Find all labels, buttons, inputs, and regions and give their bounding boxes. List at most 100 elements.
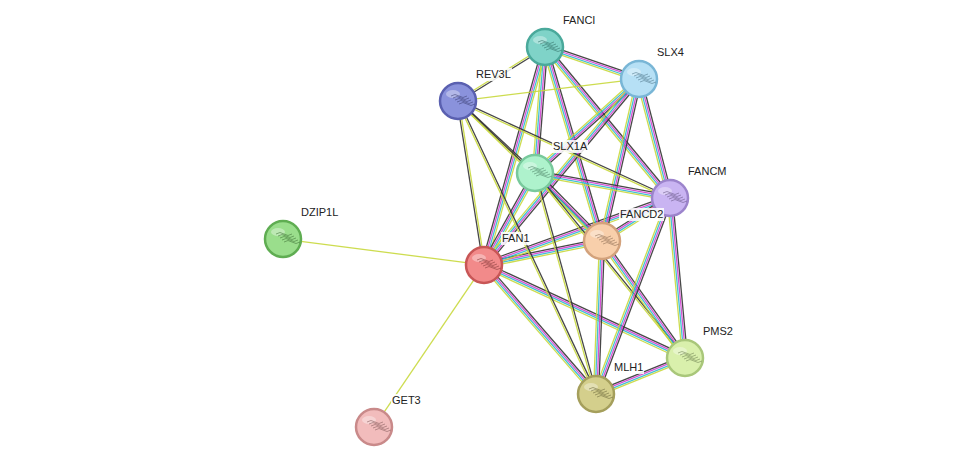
node-circle (356, 409, 392, 445)
interaction-edge (476, 81, 621, 99)
interaction-edge (547, 89, 628, 163)
interaction-edge (669, 216, 686, 341)
evidence-line (534, 65, 541, 155)
protein-node: MLH1 (577, 375, 615, 413)
evidence-line (546, 188, 673, 345)
node-label: MLH1 (613, 361, 644, 374)
node-label: PMS2 (702, 325, 734, 338)
structure-glyph (276, 233, 300, 244)
structure-glyph (284, 241, 300, 244)
node-circle (620, 60, 658, 98)
evidence-line (501, 272, 669, 350)
node-label: FANCM (687, 165, 728, 178)
evidence-line (547, 186, 589, 228)
protein-node: SLX1A (516, 154, 554, 192)
evidence-line (558, 59, 660, 182)
node-label: REV3L (475, 68, 512, 81)
evidence-line (541, 190, 592, 376)
evidence-line (553, 174, 653, 192)
structure-glyph (477, 259, 501, 270)
evidence-line (301, 241, 466, 262)
node-circle (355, 408, 393, 446)
evidence-line (536, 65, 543, 155)
structure-glyph (597, 396, 613, 399)
protein-node: SLX4 (620, 60, 658, 98)
node-label: GET3 (391, 394, 422, 407)
protein-node: DZIP1L (264, 220, 302, 258)
node-label: SLX4 (656, 46, 685, 59)
evidence-line (671, 216, 683, 340)
structure-glyph (536, 175, 552, 178)
evidence-line (608, 97, 637, 224)
evidence-line (594, 259, 599, 376)
interaction-edge (552, 174, 653, 197)
evidence-line (470, 114, 588, 229)
structure-glyph (632, 73, 656, 84)
interaction-edge (499, 270, 669, 353)
evidence-line (552, 179, 652, 197)
evidence-line (669, 216, 681, 340)
node-circle (440, 83, 476, 119)
structure-glyph (663, 192, 687, 203)
node-circle (666, 339, 704, 377)
node-circle (264, 220, 302, 258)
node-circle (466, 247, 502, 283)
structure-glyph (538, 41, 562, 52)
node-label: DZIP1L (300, 206, 339, 219)
evidence-line (460, 119, 480, 247)
evidence-line (549, 184, 591, 226)
interaction-edge (460, 119, 482, 248)
node-label: FANCI (562, 14, 596, 27)
structure-glyph (640, 81, 656, 84)
interaction-edge (473, 56, 530, 92)
node-label: FANCD2 (619, 208, 664, 221)
interaction-edge (594, 259, 604, 376)
protein-node: FANCI (526, 28, 564, 66)
node-label: SLX1A (552, 140, 588, 153)
interaction-edge (555, 59, 661, 186)
evidence-line (466, 117, 589, 377)
evidence-line (641, 97, 663, 181)
interaction-edge (546, 184, 591, 230)
node-circle (439, 82, 477, 120)
evidence-line (548, 185, 590, 227)
evidence-line (494, 280, 582, 382)
evidence-line (646, 96, 668, 180)
interaction-edge (546, 186, 675, 344)
structure-glyph (528, 167, 552, 178)
structure-glyph (589, 388, 613, 399)
interaction-edge (384, 280, 474, 412)
node-circle (526, 28, 564, 66)
node-label: FAN1 (501, 232, 531, 245)
interaction-edge (561, 50, 623, 75)
evidence-line (465, 118, 588, 378)
protein-node: GET3 (355, 408, 393, 446)
protein-node: FANCD2 (583, 222, 621, 260)
node-circle (527, 29, 563, 65)
evidence-line (476, 81, 621, 99)
evidence-line (556, 61, 658, 184)
structure-glyph (546, 49, 562, 52)
evidence-line (644, 96, 666, 180)
structure-glyph (367, 421, 391, 432)
protein-node: FAN1 (465, 246, 503, 284)
evidence-line (547, 89, 624, 159)
node-circle (667, 340, 703, 376)
node-circle (517, 155, 553, 191)
structure-glyph (485, 267, 501, 270)
interaction-edge (470, 113, 589, 229)
structure-glyph (678, 352, 702, 363)
evidence-line (553, 175, 653, 193)
evidence-line (563, 50, 623, 70)
interaction-edge (539, 190, 592, 377)
evidence-line (553, 177, 653, 195)
protein-node: REV3L (439, 82, 477, 120)
evidence-line (546, 188, 588, 230)
interaction-edge (465, 117, 589, 378)
evidence-line (643, 97, 665, 181)
node-circle (465, 246, 503, 284)
node-circle (578, 376, 614, 412)
interaction-edge (301, 241, 466, 262)
node-circle (265, 221, 301, 257)
